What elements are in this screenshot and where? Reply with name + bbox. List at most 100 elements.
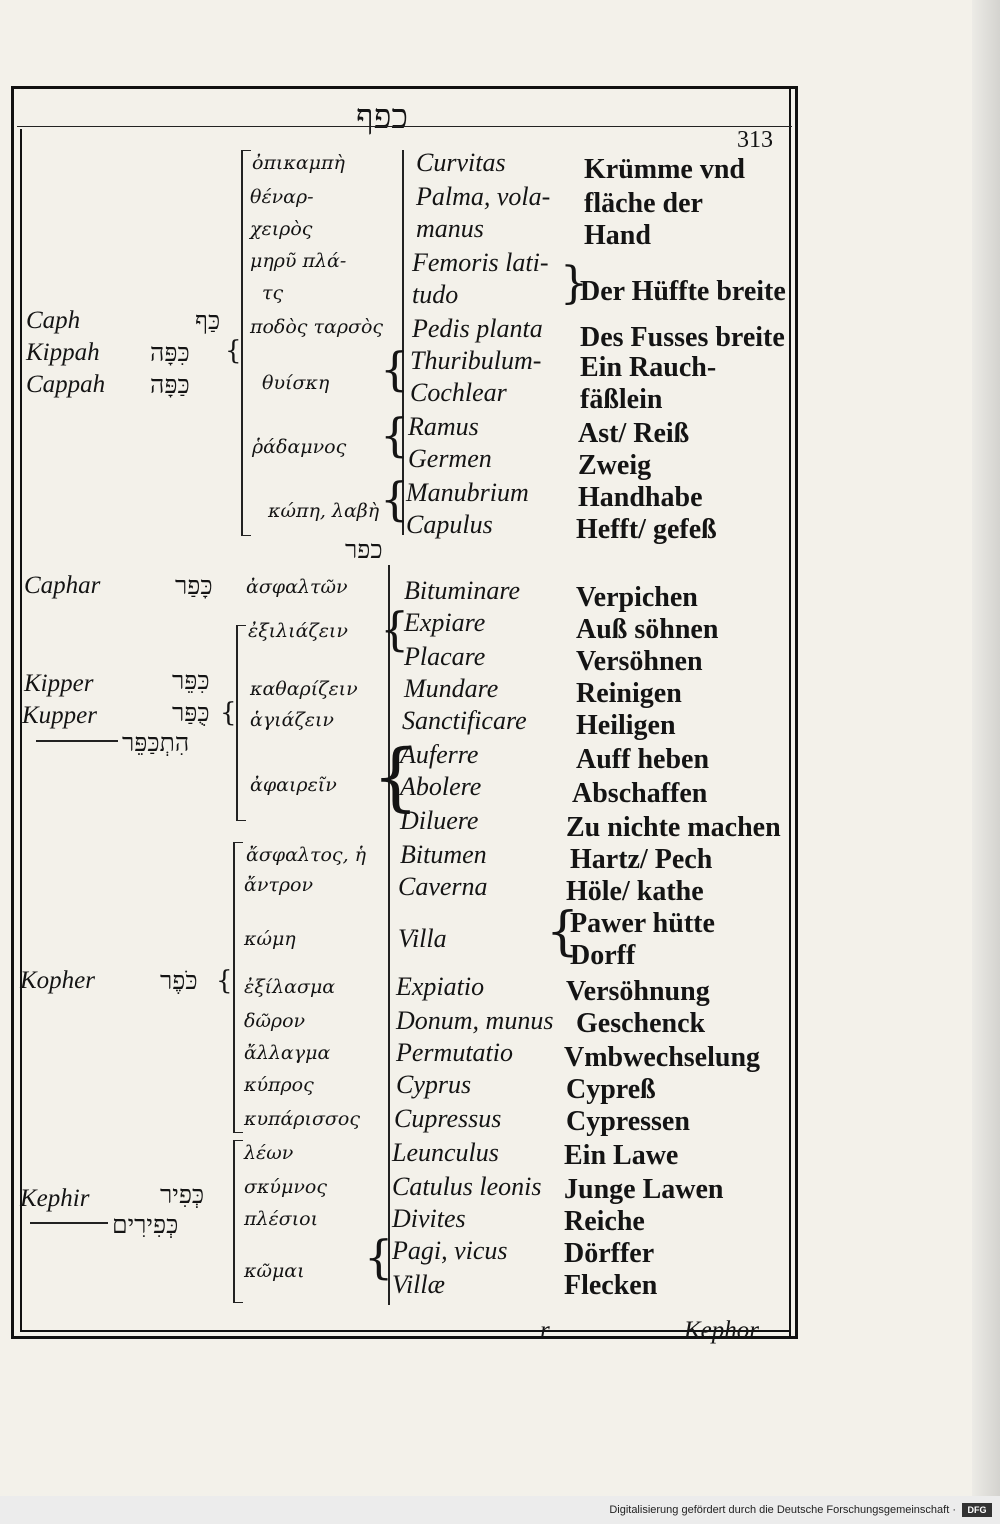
- latin-term: Cochlear: [410, 378, 507, 407]
- column-divider: [388, 565, 390, 1305]
- bracket-cap: [236, 625, 246, 626]
- bracket-cap: [233, 1302, 243, 1303]
- translit-kipper: Kipper: [24, 670, 94, 697]
- latin-term: Permutatio: [396, 1038, 513, 1067]
- greek-term: ῥάδαμνος: [252, 436, 347, 458]
- latin-term: Villæ: [392, 1270, 445, 1299]
- latin-term: tudo: [412, 280, 459, 309]
- german-term: Zweig: [578, 450, 652, 481]
- brace-kopher: {: [216, 966, 233, 996]
- german-term: Hartz/ Pech: [570, 844, 713, 875]
- german-term: Höle/ kathe: [566, 876, 704, 907]
- german-term: Des Fusses breite: [580, 322, 785, 353]
- greek-term: κώμη: [244, 928, 296, 950]
- german-term: Pawer hütte: [570, 908, 715, 939]
- greek-term: πλέσιοι: [244, 1208, 319, 1230]
- page-frame: [11, 86, 798, 1339]
- latin-term: Caverna: [398, 872, 488, 901]
- bracket-cap: [233, 1140, 243, 1141]
- latin-term: Femoris lati-: [412, 248, 549, 277]
- german-term: Dorff: [570, 940, 636, 971]
- greek-term: ποδὸς ταρσὸς: [250, 316, 384, 338]
- german-term: Reiche: [564, 1206, 645, 1237]
- latin-term: Palma, vola-: [416, 182, 551, 211]
- brace-latin: {: [380, 408, 410, 462]
- column-divider: [402, 150, 404, 535]
- latin-term: Donum, munus: [396, 1006, 554, 1035]
- translit-cappah: Cappah: [26, 371, 106, 398]
- german-term: Ein Lawe: [564, 1140, 679, 1171]
- page-edge-shadow: [972, 0, 1000, 1496]
- brace-kipper: {: [220, 698, 237, 728]
- german-term: Der Hüffte breite: [580, 276, 786, 307]
- greek-term: ἁγιάζειν: [250, 709, 334, 731]
- latin-term: Thuribulum-: [410, 346, 542, 375]
- latin-term: Bituminare: [404, 576, 521, 605]
- brace-latin: {: [372, 734, 420, 820]
- translit-kippah: Kippah: [26, 339, 100, 366]
- digitization-credit-bar: Digitalisierung gefördert durch die Deut…: [0, 1496, 1000, 1524]
- greek-term: ἄντρον: [244, 874, 314, 896]
- hebrew-kupper: כֻּפַּר: [172, 698, 210, 727]
- latin-term: Pagi, vicus: [392, 1236, 508, 1265]
- bracket-cap: [241, 535, 251, 536]
- greek-term: ἀφαιρεῖν: [250, 774, 337, 796]
- german-term: Dörffer: [564, 1238, 655, 1269]
- german-term: Abschaffen: [572, 778, 708, 809]
- translit-caphar: Caphar: [24, 572, 101, 599]
- latin-term: Mundare: [404, 674, 499, 703]
- translit-kupper: Kupper: [22, 702, 97, 729]
- bracket-cap: [233, 842, 243, 843]
- bracket-cap: [241, 150, 251, 151]
- german-term: Versöhnen: [576, 646, 703, 677]
- greek-term: τς: [262, 282, 284, 304]
- hebrew-kipper: כִּפֵּר: [172, 666, 210, 695]
- bracket-cap: [233, 1132, 243, 1133]
- latin-term: Expiare: [404, 608, 486, 637]
- brace-german: {: [546, 902, 580, 962]
- dash-hithkapper: [36, 740, 118, 742]
- greek-term: μηρῦ πλά-: [250, 250, 347, 272]
- latin-term: Auferre: [400, 740, 479, 769]
- translit-caph: Caph: [26, 307, 81, 334]
- german-term: Verpichen: [576, 582, 698, 613]
- german-term: Auff heben: [576, 744, 710, 775]
- dfg-logo: DFG: [962, 1503, 992, 1517]
- brace-latin: {: [380, 342, 410, 396]
- bracket-group-kephir: [233, 1140, 235, 1302]
- latin-term: Abolere: [400, 772, 482, 801]
- bracket-group-kipper: [236, 625, 238, 820]
- brace-latin: {: [380, 602, 410, 656]
- latin-term: Ramus: [408, 412, 479, 441]
- translit-kephir: Kephir: [20, 1185, 90, 1212]
- frame-inner-bottom-rule: [20, 1330, 791, 1332]
- latin-term: Villa: [398, 924, 447, 953]
- german-term: Ein Rauch-: [580, 352, 717, 383]
- greek-term: ἐξιλιάζειν: [248, 620, 348, 642]
- german-term: Cypreß: [566, 1074, 656, 1105]
- translit-kopher: Kopher: [20, 967, 95, 994]
- dash-kephirim: [30, 1222, 108, 1224]
- german-term: Hefft/ gefeß: [576, 514, 717, 545]
- latin-term: Expiatio: [396, 972, 485, 1001]
- latin-term: Leunculus: [392, 1138, 499, 1167]
- hebrew-section-title: כפר: [345, 535, 383, 564]
- latin-term: Manubrium: [406, 478, 529, 507]
- greek-term: ἄλλαγμα: [244, 1042, 331, 1064]
- greek-term: ἐξίλασμα: [244, 976, 336, 998]
- german-term: Vmbwechselung: [564, 1042, 761, 1073]
- latin-term: Bitumen: [400, 840, 487, 869]
- greek-term: σκύμνος: [244, 1176, 327, 1198]
- german-term: Versöhnung: [566, 976, 710, 1007]
- hebrew-kopher: כֹּפֶר: [160, 966, 198, 995]
- hebrew-kephirim: כְּפִירִים: [112, 1210, 179, 1239]
- hebrew-kippah: כִּפָּה: [150, 338, 190, 367]
- latin-term: Capulus: [406, 510, 493, 539]
- hebrew-caphar: כָּפַר: [175, 571, 213, 600]
- latin-term: manus: [416, 214, 484, 243]
- latin-term: Curvitas: [416, 148, 506, 177]
- greek-term: δῶρον: [244, 1010, 306, 1032]
- brace-caph: {: [225, 336, 242, 366]
- german-term: Handhabe: [578, 482, 703, 513]
